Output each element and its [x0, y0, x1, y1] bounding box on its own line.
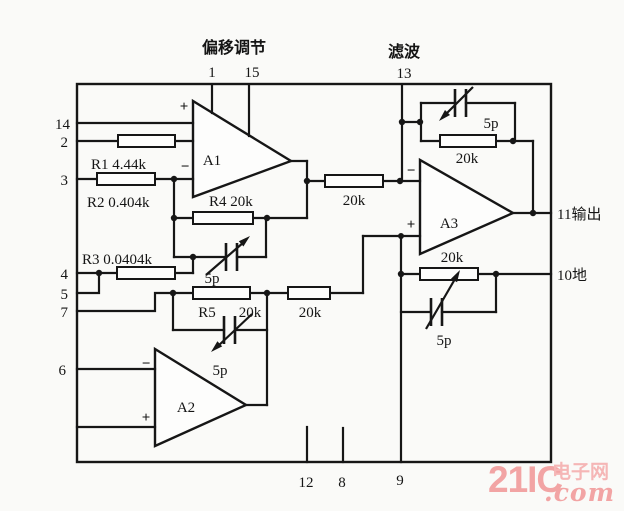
filter-label: 滤波: [388, 42, 421, 61]
pin-11-output-label: 11输出: [557, 206, 601, 223]
pin-2-label: 2: [61, 135, 69, 151]
resistor-r3-label: R3 0.0404k: [82, 252, 153, 268]
pin-9-label: 9: [396, 473, 404, 489]
opamp-a1-label: A1: [203, 153, 221, 169]
resistor-a3-feedback-20k-body: [439, 134, 497, 148]
resistor-r3-body: [116, 266, 176, 280]
opamp-a3: [418, 157, 516, 256]
resistor-r1-body: [117, 134, 176, 148]
opamp-a2-label: A2: [177, 400, 195, 416]
resistor-r5-name: R5: [198, 305, 216, 321]
capacitor-a2-feedback-label: 5p: [213, 363, 228, 379]
pin-12-label: 12: [299, 475, 314, 491]
opamp-a2-plus: +: [142, 410, 151, 426]
pin-10-ground-label: 10地: [557, 267, 587, 284]
resistor-input-20k-body: [324, 174, 384, 188]
opamp-a3-triangle: [418, 157, 516, 256]
pin-6-label: 6: [59, 363, 67, 379]
pin-5-label: 5: [61, 287, 69, 303]
pin-1-label: 1: [208, 65, 216, 81]
capacitor-a3-ground-label: 5p: [437, 333, 452, 349]
opamp-a1-minus: −: [181, 159, 190, 175]
opamp-a3-plus: +: [407, 217, 416, 233]
resistor-a3-ground-20k-body: [419, 267, 479, 281]
pin-4-label: 4: [61, 267, 69, 283]
resistor-a3-ground-20k-label: 20k: [441, 250, 464, 266]
resistor-r1-label: R1 4.44k: [91, 157, 147, 173]
capacitor-a1-feedback-label: 5p: [205, 271, 220, 287]
resistor-r4-body: [192, 211, 254, 225]
offset-adjust-label: 偏移调节: [202, 38, 266, 57]
trimmer-capacitor-a2-feedback-icon: [211, 313, 253, 352]
capacitor-a3-feedback-label: 5p: [484, 116, 499, 132]
opamp-a3-minus: −: [407, 163, 416, 179]
opamp-a3-label: A3: [440, 216, 458, 232]
opamp-a1-triangle: [191, 98, 294, 199]
wires: [75, 83, 553, 464]
pin-3-label: 3: [61, 173, 69, 189]
opamp-a1-plus: +: [180, 99, 189, 115]
pin-14-label: 14: [55, 117, 71, 133]
junction-dots: [95, 118, 537, 297]
opamp-a2-triangle: [153, 346, 249, 448]
resistor-a2-out-20k-body: [287, 286, 331, 300]
resistor-r4-label: R4 20k: [209, 194, 253, 210]
trimmer-capacitor-a3-ground-icon: [425, 270, 460, 330]
resistor-r2-label: R2 0.404k: [87, 195, 150, 211]
opamp-a1: [191, 98, 294, 199]
trimmer-capacitor-a3-feedback-icon: [439, 86, 474, 121]
resistor-r2-body: [96, 172, 156, 186]
resistor-input-20k-label: 20k: [343, 193, 366, 209]
pin-8-label: 8: [338, 475, 346, 491]
resistor-r5-value: 20k: [239, 305, 262, 321]
opamp-a2-minus: −: [142, 356, 151, 372]
resistor-a3-feedback-20k-label: 20k: [456, 151, 479, 167]
pin-15-label: 15: [245, 65, 260, 81]
opamp-a2: [153, 346, 249, 448]
resistor-r5-body: [192, 286, 251, 300]
trimmer-capacitor-a1-feedback-icon: [205, 236, 250, 276]
pin-13-label: 13: [397, 66, 412, 82]
pin-7-label: 7: [61, 305, 69, 321]
resistor-a2-out-20k-label: 20k: [299, 305, 322, 321]
